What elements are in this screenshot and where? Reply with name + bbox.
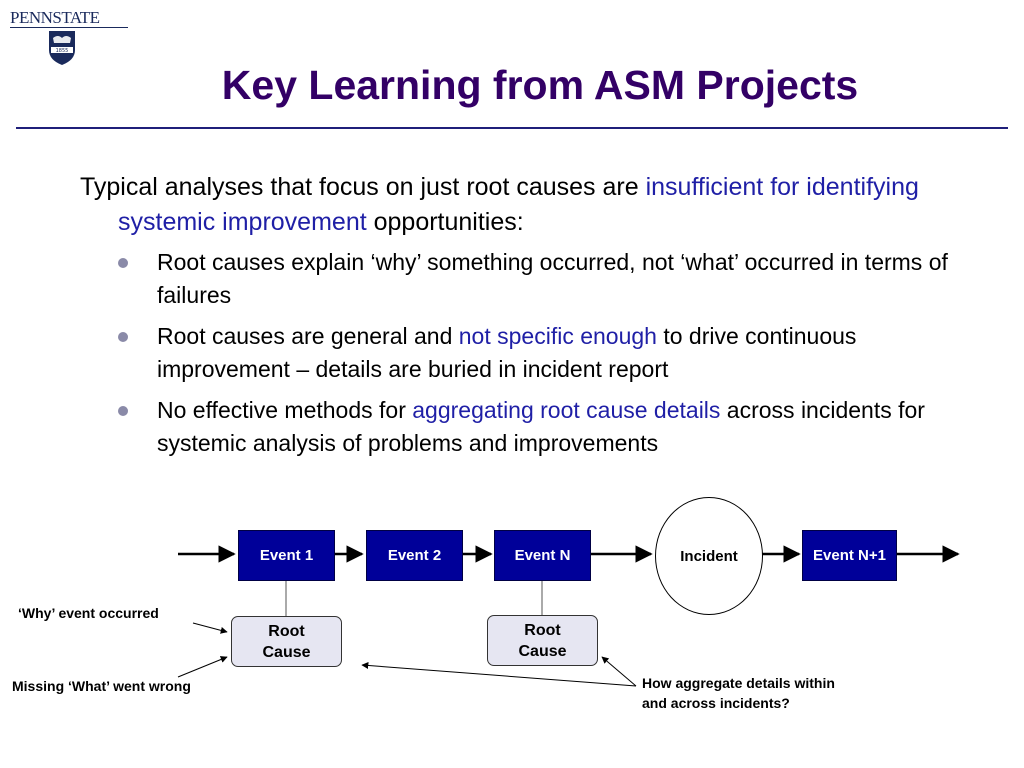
intro-suffix: opportunities: [366, 208, 524, 236]
bullet-highlight: aggregating root cause details [412, 397, 721, 423]
intro-prefix: Typical analyses that focus on just root… [80, 173, 646, 201]
intro-highlight: insufficient for identifying systemic im… [118, 173, 919, 236]
aggregate-note: How aggregate details within and across … [642, 673, 835, 713]
arrow-aggregate-left [361, 661, 637, 687]
event-1-box: Event 1 [238, 530, 335, 581]
root-cause-line: Cause [518, 642, 567, 660]
aggregate-note-line: and across incidents? [642, 695, 790, 711]
arrow-aggregate-right [601, 656, 637, 687]
why-note: ‘Why’ event occurred [18, 605, 159, 621]
event-2-box: Event 2 [366, 530, 463, 581]
logo-rule [10, 27, 128, 28]
bullet-highlight: not specific enough [458, 323, 657, 349]
bullet-text-end: to drive continuous improvement – detail… [157, 323, 857, 382]
bullet-dot [118, 406, 128, 416]
intro-paragraph: Typical analyses that focus on just root… [80, 170, 960, 240]
arrow-why-note [192, 622, 228, 634]
root-cause-line: Root [268, 622, 305, 640]
bullet-item: Root causes are general and not specific… [80, 320, 960, 386]
shield-icon: 1855 [49, 31, 75, 65]
page-title: Key Learning from ASM Projects [221, 62, 859, 108]
root-cause-line: Root [524, 621, 561, 639]
aggregate-note-line: How aggregate details within [642, 675, 835, 691]
logo-wordmark: PENNSTATE [10, 8, 100, 27]
bullet-text: No effective methods for [157, 397, 413, 423]
bullet-text-end: across incidents for systemic analysis o… [157, 397, 925, 456]
pennstate-logo: PENNSTATE 1855 [10, 6, 130, 66]
event-n-box: Event N [494, 530, 591, 581]
bullet-dot [118, 258, 128, 268]
root-cause-line: Cause [262, 643, 311, 661]
incident-circle: Incident [655, 497, 763, 615]
logo-year: 1855 [56, 48, 69, 54]
bullet-text: Root causes explain ‘why’ something occu… [157, 249, 948, 308]
bullet-item: No effective methods for aggregating roo… [80, 394, 960, 460]
bullet-text: Root causes are general and [157, 323, 459, 349]
bullet-item: Root causes explain ‘why’ something occu… [80, 246, 960, 312]
bullet-list: Root causes explain ‘why’ something occu… [80, 246, 960, 460]
bullet-dot [118, 332, 128, 342]
title-divider [16, 127, 1008, 129]
missing-what-note: Missing ‘What’ went wrong [12, 678, 191, 694]
event-n-plus-1-box: Event N+1 [802, 530, 897, 581]
arrow-missing-note [177, 656, 228, 678]
slide-body: Typical analyses that focus on just root… [80, 170, 960, 468]
